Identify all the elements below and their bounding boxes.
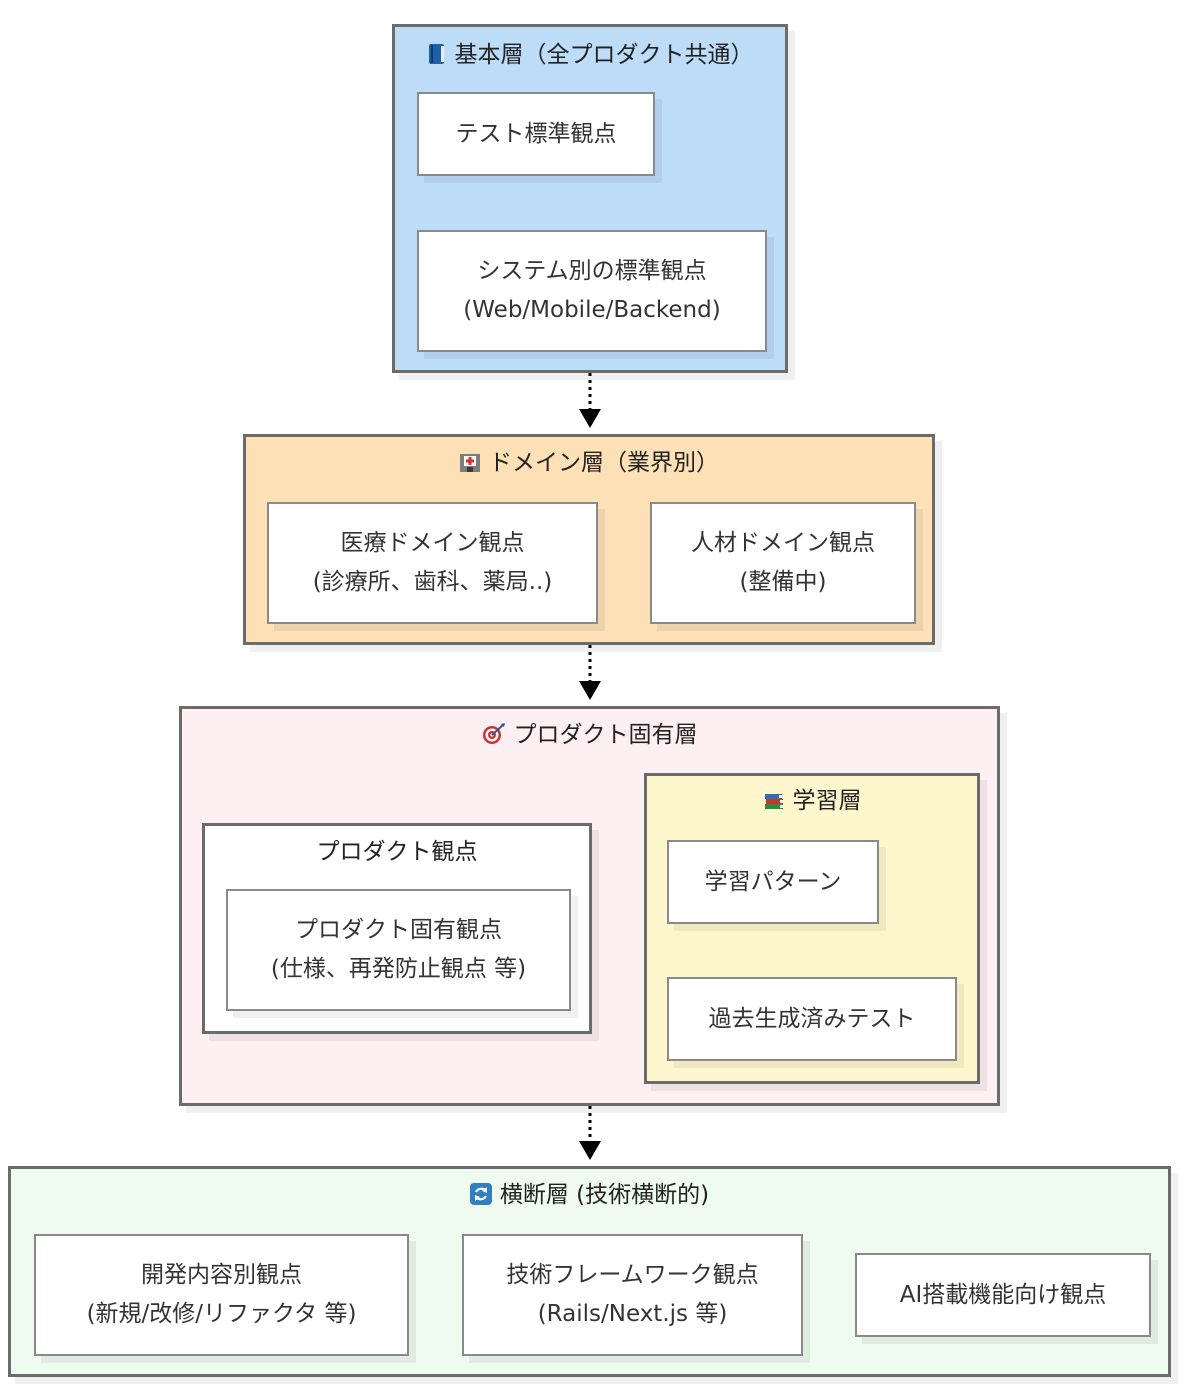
node-learning-pattern-label: 学習パターン <box>704 868 842 895</box>
basic-layer-title: 基本層（全プロダクト共通） <box>395 35 785 69</box>
product-view-group: プロダクト観点 プロダクト固有観点 (仕様、再発防止観点 等) <box>202 823 592 1034</box>
books-icon <box>764 794 783 809</box>
node-dev-content: 開発内容別観点 (新規/改修/リファクタ 等) <box>34 1234 409 1356</box>
node-product-specific-label: プロダクト固有観点 <box>295 917 502 943</box>
node-dev-content-sublabel: (新規/改修/リファクタ 等) <box>86 1301 357 1327</box>
blue-book-icon <box>428 44 444 64</box>
basic-layer: 基本層（全プロダクト共通） テスト標準観点 システム別の標準観点 (Web/Mo… <box>392 24 788 373</box>
arrowhead-domain-to-product <box>579 681 601 700</box>
learning-layer-title: 学習層 <box>647 781 977 815</box>
node-system-standard-sublabel: (Web/Mobile/Backend) <box>463 297 721 323</box>
cross-layer: 横断層 (技術横断的) 開発内容別観点 (新規/改修/リファクタ 等) 技術フレ… <box>8 1166 1171 1377</box>
node-system-standard: システム別の標準観点 (Web/Mobile/Backend) <box>417 230 767 352</box>
node-medical-domain-label: 医療ドメイン観点 <box>340 530 525 556</box>
node-tech-framework-sublabel: (Rails/Next.js 等) <box>537 1301 728 1327</box>
learning-layer: 学習層 学習パターン 過去生成済みテスト <box>644 773 980 1084</box>
node-hr-domain: 人材ドメイン観点 (整備中) <box>650 502 916 624</box>
node-product-specific: プロダクト固有観点 (仕様、再発防止観点 等) <box>226 889 571 1011</box>
node-past-generated-tests: 過去生成済みテスト <box>667 977 957 1061</box>
product-view-title: プロダクト観点 <box>205 832 589 866</box>
basic-layer-title-text: 基本層（全プロダクト共通） <box>454 42 754 68</box>
node-hr-domain-label: 人材ドメイン観点 <box>691 530 875 556</box>
node-medical-domain: 医療ドメイン観点 (診療所、歯科、薬局..) <box>267 502 598 624</box>
cross-layer-title: 横断層 (技術横断的) <box>11 1175 1168 1209</box>
node-test-standard: テスト標準観点 <box>417 92 655 176</box>
node-hr-domain-sublabel: (整備中) <box>739 569 827 595</box>
target-icon <box>482 723 505 744</box>
product-layer-title: プロダクト固有層 <box>182 715 997 749</box>
node-system-standard-label: システム別の標準観点 <box>477 258 707 284</box>
arrowhead-product-to-cross <box>579 1141 601 1160</box>
domain-layer-title: ドメイン層（業界別） <box>246 443 932 477</box>
domain-layer-title-text: ドメイン層（業界別） <box>489 450 719 476</box>
node-ai-features-label: AI搭載機能向け観点 <box>899 1281 1107 1308</box>
learning-layer-title-text: 学習層 <box>792 788 862 814</box>
node-test-standard-label: テスト標準観点 <box>455 120 617 147</box>
node-tech-framework: 技術フレームワーク観点 (Rails/Next.js 等) <box>462 1234 803 1356</box>
node-product-specific-sublabel: (仕様、再発防止観点 等) <box>270 956 527 982</box>
product-view-title-text: プロダクト観点 <box>316 839 478 865</box>
refresh-icon <box>469 1183 492 1205</box>
node-tech-framework-label: 技術フレームワーク観点 <box>506 1262 759 1288</box>
node-past-generated-tests-label: 過去生成済みテスト <box>708 1005 916 1032</box>
product-layer-title-text: プロダクト固有層 <box>513 722 698 748</box>
domain-layer: ドメイン層（業界別） 医療ドメイン観点 (診療所、歯科、薬局..) 人材ドメイン… <box>243 434 935 645</box>
node-learning-pattern: 学習パターン <box>667 840 879 924</box>
product-layer: プロダクト固有層 プロダクト観点 プロダクト固有観点 (仕様、再発防止観点 等)… <box>179 706 1000 1106</box>
node-medical-domain-sublabel: (診療所、歯科、薬局..) <box>312 569 553 595</box>
cross-layer-title-text: 横断層 (技術横断的) <box>499 1182 710 1208</box>
hospital-icon <box>460 454 480 472</box>
node-ai-features: AI搭載機能向け観点 <box>855 1253 1151 1337</box>
node-dev-content-label: 開発内容別観点 <box>141 1262 302 1288</box>
arrowhead-basic-to-domain <box>579 409 601 428</box>
